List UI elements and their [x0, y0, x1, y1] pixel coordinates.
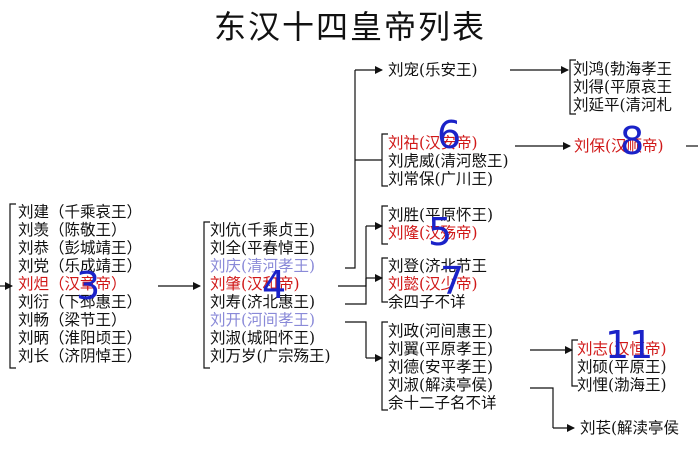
person-name: 刘党（乐成靖王） [18, 257, 143, 275]
person-name: 刘伉(千乘贞王) [210, 221, 316, 239]
person-name: 刘虎威(清河愍王) [388, 152, 509, 170]
group-sons-of-zhangdi: 刘伉(千乘贞王)刘全(平春悼王)刘庆(清河孝王)刘肇(汉和帝)刘寿(济北惠王)刘… [210, 221, 331, 365]
person-name: 刘胜(平原怀王) [388, 206, 494, 224]
person-name: 刘淑(城阳怀王) [210, 329, 316, 347]
person-name: 刘寿(济北惠王) [210, 293, 316, 311]
person-name: 刘保(汉顺帝) [574, 137, 664, 155]
person-name: 刘登(济北节王 [388, 257, 488, 275]
emperor-number-8: 8 [620, 119, 645, 163]
person-name: 刘畅（梁节王） [18, 311, 127, 329]
person-name: 刘淑(解渎亭侯) [388, 376, 494, 394]
bracket-line [9, 203, 16, 369]
connector-line [530, 387, 554, 428]
person-name: 刘肇(汉和帝) [210, 275, 300, 293]
emperor-number-11: 11 [605, 323, 654, 367]
person-name: 刘长（济阴悼王） [18, 347, 143, 365]
emperor-number-6: 6 [437, 113, 462, 157]
person-name: 刘炟（汉章帝） [18, 275, 127, 293]
group-son-of-liu-shu: 刘苌(解渎亭侯 [580, 419, 679, 437]
bracket-line [381, 205, 388, 245]
person-name: 刘翼(平原孝王) [388, 340, 494, 358]
person-name: 余四子不详 [388, 293, 466, 311]
group-son-of-liu-kang: 刘宠(乐安王) [388, 61, 478, 79]
person-name: 刘硕(平原王) [577, 358, 667, 376]
group-sons-of-liu-yi: 刘志(汉恒帝)刘硕(平原王)刘悝(渤海王) [577, 340, 667, 394]
person-name: 刘隆(汉殇帝) [388, 224, 478, 242]
group-sons-of-liu-shou: 刘登(济北节王刘懿(汉少帝)余四子不详 [388, 257, 487, 311]
person-name: 刘衍（下邳惠王） [18, 293, 143, 311]
person-name: 刘恭（彭城靖王） [18, 239, 143, 257]
person-name: 刘鸿(勃海孝王 [573, 60, 673, 78]
person-name: 刘懿(汉少帝) [388, 275, 478, 293]
bracket-line [381, 321, 388, 411]
person-name: 刘昞（淮阳顷王） [18, 329, 143, 347]
person-name: 刘开(河间孝王) [210, 311, 316, 329]
person-name: 刘志(汉恒帝) [577, 340, 667, 358]
group-sons-of-mingdi: 刘建（千乘哀王）刘羡（陈敬王）刘恭（彭城靖王）刘党（乐成靖王）刘炟（汉章帝）刘衍… [18, 203, 142, 365]
emperor-number-3: 3 [76, 264, 101, 308]
person-name: 刘建（千乘哀王） [18, 203, 143, 221]
group-sons-of-liu-qing: 刘祜(汉安帝)刘虎威(清河愍王)刘常保(广川王) [388, 134, 509, 188]
emperor-number-7: 7 [440, 259, 465, 303]
person-name: 刘宠(乐安王) [388, 61, 478, 79]
person-name: 刘德(安平孝王) [388, 358, 494, 376]
bracket-line [203, 221, 210, 369]
person-name: 刘祜(汉安帝) [388, 134, 478, 152]
person-name: 刘悝(渤海王) [577, 376, 667, 394]
bracket-line [571, 339, 578, 387]
person-name: 刘庆(清河孝王) [210, 257, 316, 275]
emperor-number-5: 5 [428, 210, 453, 254]
person-name: 刘常保(广川王) [388, 170, 494, 188]
group-son-of-andi: 刘保(汉顺帝) [574, 137, 664, 155]
person-name: 刘政(河间惠王) [388, 322, 494, 340]
connector-line [345, 321, 367, 358]
person-name: 刘得(平原哀王 [573, 78, 673, 96]
person-name: 刘延平(清河札 [573, 96, 673, 114]
person-name: 刘苌(解渎亭侯 [580, 419, 680, 437]
bracket-line [381, 257, 388, 303]
connector-line [345, 278, 367, 305]
emperor-number-4: 4 [262, 263, 287, 307]
group-sons-of-liu-chong: 刘鸿(勃海孝王刘得(平原哀王刘延平(清河札 [573, 60, 672, 114]
person-name: 刘全(平春悼王) [210, 239, 316, 257]
person-name: 余十二子名不详 [388, 394, 497, 412]
bracket-line [569, 59, 576, 115]
group-sons-of-hedi: 刘胜(平原怀王)刘隆(汉殇帝) [388, 206, 493, 242]
person-name: 刘万岁(广宗殇王) [210, 347, 331, 365]
connector-line [338, 226, 367, 287]
connector-line [345, 70, 356, 269]
person-name: 刘羡（陈敬王） [18, 221, 127, 239]
group-sons-of-liu-kai: 刘政(河间惠王)刘翼(平原孝王)刘德(安平孝王)刘淑(解渎亭侯)余十二子名不详 [388, 322, 497, 412]
diagram-title: 东汉十四皇帝列表 [213, 8, 486, 46]
